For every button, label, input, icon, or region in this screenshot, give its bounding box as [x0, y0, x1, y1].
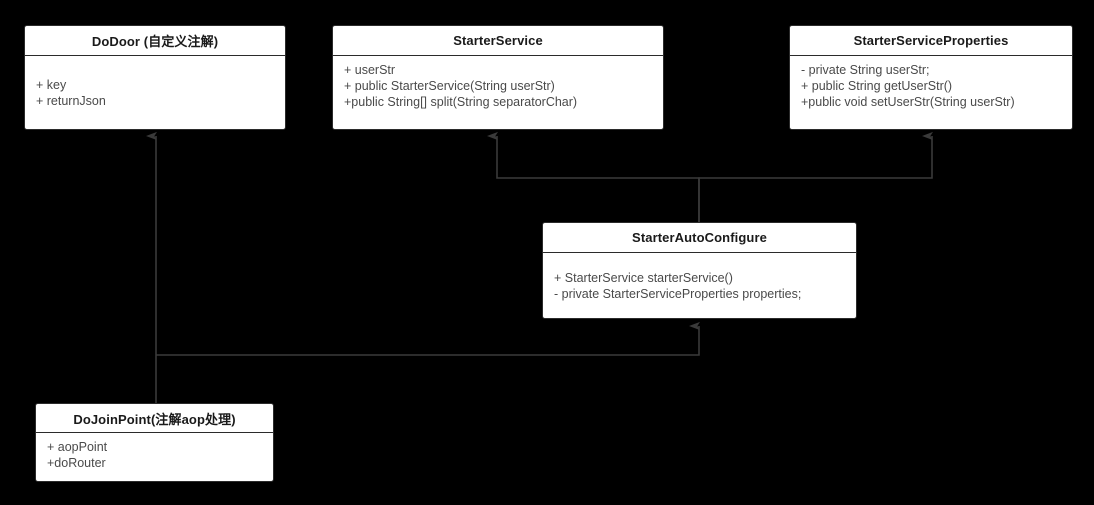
- class-member: + returnJson: [36, 94, 106, 108]
- class-title-starterservice: StarterService: [333, 26, 663, 56]
- class-members-dojoinpoint: + aopPoint +doRouter: [36, 433, 273, 482]
- class-members-dodoor: + key + returnJson: [25, 56, 285, 130]
- class-member: +public String[] split(String separatorC…: [344, 95, 578, 109]
- connector-autoconfigure-to-starterservice: [487, 131, 700, 222]
- class-members-starterservice: + userStr + public StarterService(String…: [333, 56, 663, 130]
- class-member: + key: [36, 78, 67, 92]
- class-members-starterserviceproperties: - private String userStr; + public Strin…: [790, 56, 1072, 130]
- class-member: + userStr: [344, 63, 396, 77]
- class-member: + StarterService starterService(): [554, 271, 733, 285]
- class-member: - private StarterServiceProperties prope…: [554, 287, 802, 301]
- connector-dojoinpoint-to-autoconfigure: [156, 321, 700, 356]
- class-member: +doRouter: [47, 456, 106, 470]
- class-member: +public void setUserStr(String userStr): [801, 95, 1015, 109]
- class-member: - private String userStr;: [801, 63, 930, 77]
- class-title-dojoinpoint: DoJoinPoint(注解aop处理): [36, 404, 273, 433]
- class-title-starterserviceproperties: StarterServiceProperties: [790, 26, 1072, 56]
- class-members-starterautoconfigure: + StarterService starterService() - priv…: [543, 253, 856, 319]
- class-member: + public StarterService(String userStr): [344, 79, 555, 93]
- class-member: + aopPoint: [47, 440, 108, 454]
- class-title-starterautoconfigure: StarterAutoConfigure: [543, 223, 856, 253]
- class-title-dodoor: DoDoor (自定义注解): [25, 26, 285, 56]
- class-member: + public String getUserStr(): [801, 79, 953, 93]
- class-box-dojoinpoint[interactable]: DoJoinPoint(注解aop处理) + aopPoint +doRoute…: [35, 403, 274, 482]
- class-box-dodoor[interactable]: DoDoor (自定义注解) + key + returnJson: [24, 25, 286, 130]
- class-box-starterservice[interactable]: StarterService + userStr + public Starte…: [332, 25, 664, 130]
- class-box-starterserviceproperties[interactable]: StarterServiceProperties - private Strin…: [789, 25, 1073, 130]
- class-box-starterautoconfigure[interactable]: StarterAutoConfigure + StarterService st…: [542, 222, 857, 319]
- connector-autoconfigure-to-serviceproperties: [698, 131, 933, 222]
